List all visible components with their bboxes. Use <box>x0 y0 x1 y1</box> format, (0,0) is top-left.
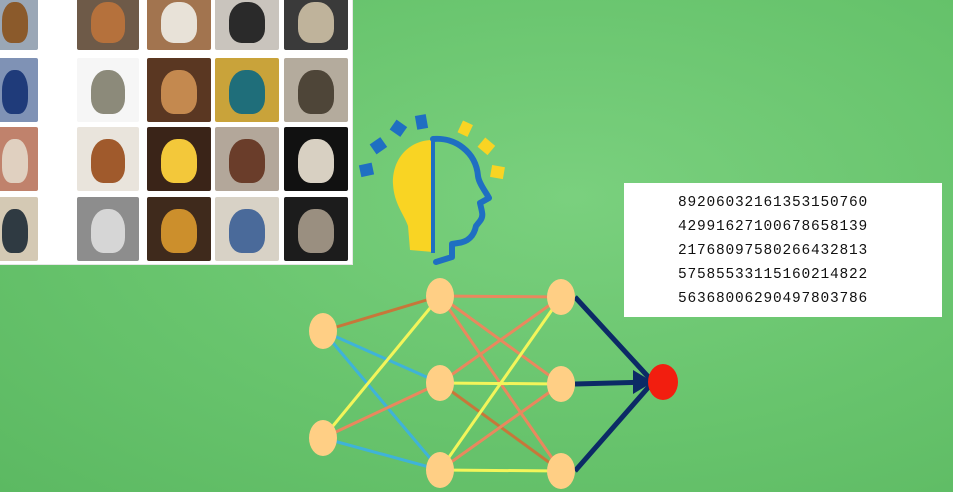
thumb-plates-bowls <box>147 197 211 261</box>
number-line: 56368006290497803786 <box>678 291 869 307</box>
output-edge <box>573 295 655 384</box>
thumb-horse-statue <box>147 0 211 50</box>
network-edge <box>438 296 563 471</box>
hidden-node <box>426 278 454 314</box>
bulb-yellow-half <box>392 140 433 252</box>
hidden-node <box>547 279 575 315</box>
thumb-subject <box>298 2 334 44</box>
network-edge <box>321 330 442 471</box>
thumb-subject <box>229 2 265 44</box>
thumb-marble-bust <box>284 127 348 191</box>
thumb-porcelain-jugs <box>215 197 279 261</box>
network-edge <box>321 295 442 439</box>
hidden-node <box>426 452 454 488</box>
thumb-subject <box>161 138 197 184</box>
thumb-subject <box>298 69 334 115</box>
thumb-buddha-statue <box>77 197 139 261</box>
thumb-subject <box>2 208 28 254</box>
thumb-subject <box>161 2 197 44</box>
thumb-warrior-statue <box>0 0 38 50</box>
thumb-blue-horse <box>0 58 38 122</box>
thumb-subject <box>2 2 28 44</box>
output-edge <box>573 380 655 473</box>
number-line: 21768097580266432813 <box>678 243 869 259</box>
head-profile-outline <box>430 135 492 265</box>
thumb-bronze-vessel <box>284 58 348 122</box>
thumb-subject <box>229 208 265 254</box>
network-edge <box>439 382 562 472</box>
thumb-subject <box>161 69 197 115</box>
thumb-shop-vases <box>215 127 279 191</box>
thumb-subject <box>229 69 265 115</box>
network-edge <box>439 294 562 299</box>
thumb-carved-wood <box>147 58 211 122</box>
network-edge <box>322 436 441 472</box>
thumb-winged-gargoyle <box>284 197 348 261</box>
lightbulb-head-icon <box>358 114 505 265</box>
network-edge <box>322 381 441 440</box>
thumb-subject <box>2 69 28 115</box>
network-edge <box>439 468 562 473</box>
number-line: 89206032161353150760 <box>678 195 869 211</box>
bulb-rays-left <box>358 114 429 178</box>
neural-network-edges <box>321 294 655 473</box>
hidden-node <box>426 365 454 401</box>
thumb-figurines-market <box>0 127 38 191</box>
input-node <box>309 420 337 456</box>
thumb-subject <box>90 138 126 184</box>
thumb-teal-vase <box>215 58 279 122</box>
thumb-dark-vase <box>0 197 38 261</box>
thumb-subject <box>229 138 265 184</box>
thumb-subject <box>90 2 126 44</box>
number-line: 57585533115160214822 <box>678 267 869 283</box>
thumb-carved-face <box>77 0 139 50</box>
output-node <box>648 364 678 400</box>
arrowhead <box>633 370 653 394</box>
hidden-node <box>547 366 575 402</box>
thumb-subject <box>90 208 126 254</box>
thumb-subject <box>161 208 197 254</box>
network-edge <box>322 294 441 333</box>
thumb-seated-figures <box>77 127 139 191</box>
network-edge <box>439 295 562 385</box>
thumb-subject <box>90 69 126 115</box>
neural-network-nodes <box>309 278 678 489</box>
bulb-rays-right <box>457 120 505 180</box>
number-line: 42991627100678658139 <box>678 219 869 235</box>
thumb-lamp-figures <box>147 127 211 191</box>
thumb-subject <box>298 138 334 184</box>
hidden-node <box>547 453 575 489</box>
random-numbers-panel: 89206032161353150760 4299162710067865813… <box>624 183 942 317</box>
thumb-spotted-cow <box>215 0 279 50</box>
image-dataset-grid <box>0 0 352 264</box>
thumb-stone-head <box>284 0 348 50</box>
network-edge <box>322 329 441 385</box>
thumb-subject <box>2 138 28 184</box>
input-node <box>309 313 337 349</box>
thumb-subject <box>298 208 334 254</box>
thumb-twisted-torc <box>77 58 139 122</box>
